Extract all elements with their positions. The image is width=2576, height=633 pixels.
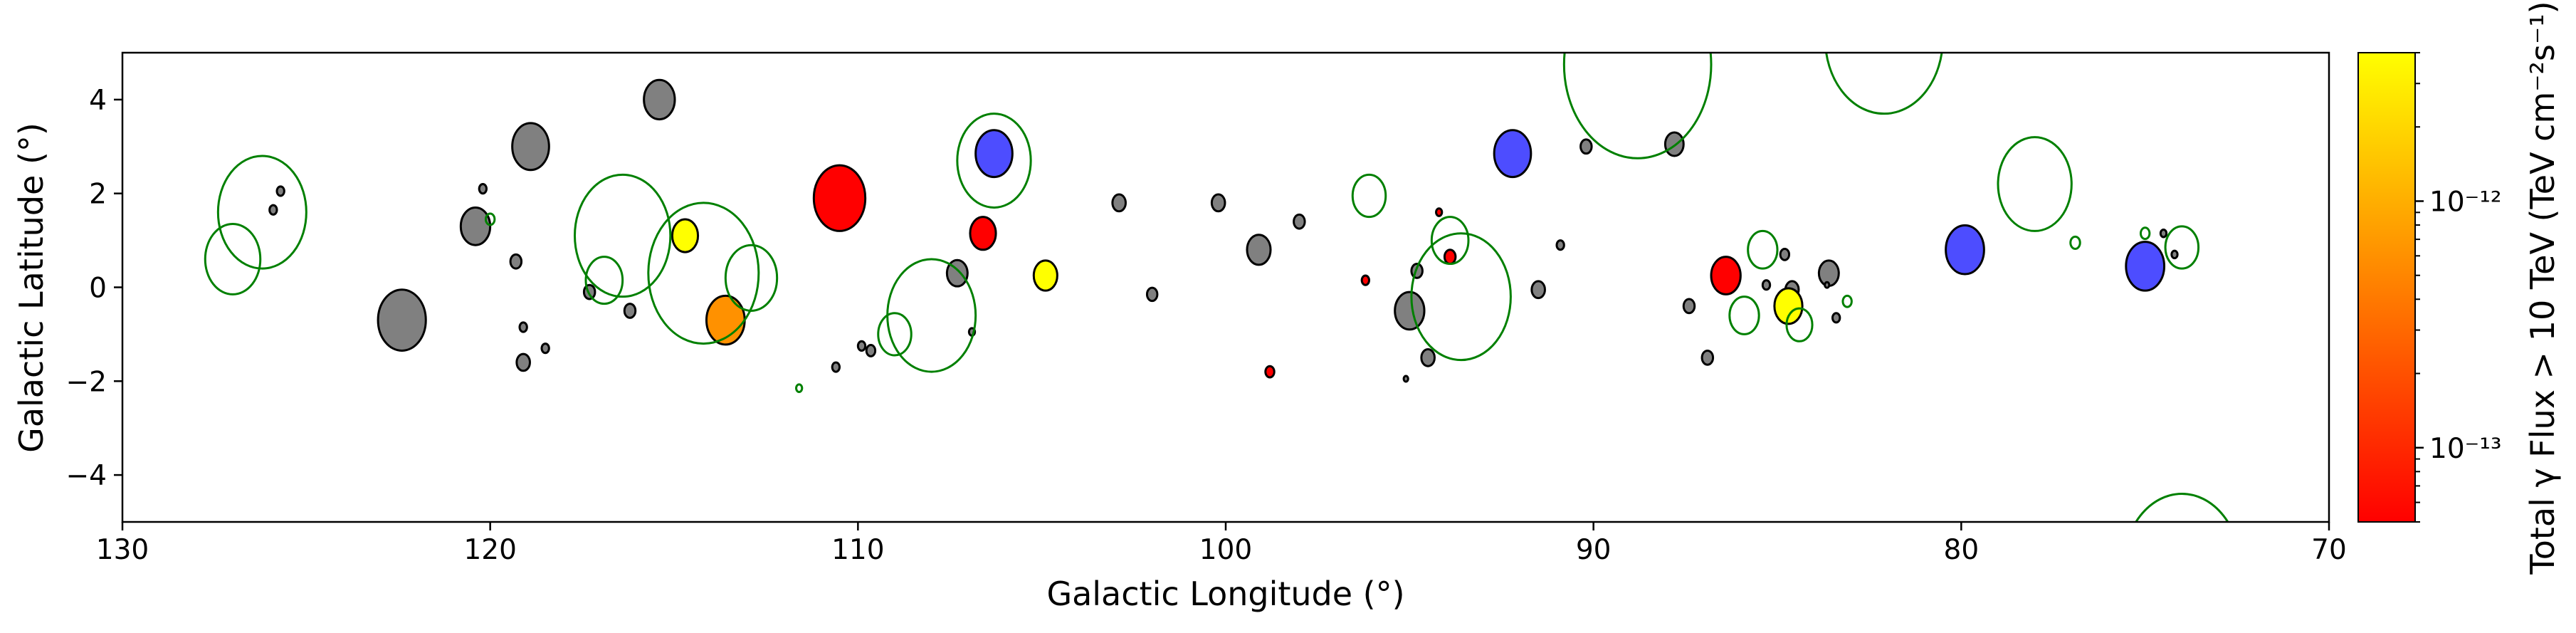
source-ring xyxy=(204,223,262,295)
plot-area-frame xyxy=(121,51,2330,523)
y-tick-label: −4 xyxy=(66,460,107,492)
source-ring xyxy=(724,244,779,312)
source-flux-marker xyxy=(1710,256,1742,295)
source-ring xyxy=(1825,53,1943,115)
source-grey-marker xyxy=(1700,349,1715,366)
source-ring xyxy=(2164,225,2200,270)
source-grey-marker xyxy=(1420,347,1436,367)
x-tick-label: 90 xyxy=(1576,534,1612,566)
source-grey-marker xyxy=(1293,213,1306,230)
y-tick-label: −2 xyxy=(66,366,107,398)
source-grey-marker xyxy=(1402,375,1409,383)
source-ring xyxy=(647,202,760,345)
x-axis: 130 120 110 100 90 80 70 xyxy=(96,522,2347,566)
x-tick-label: 100 xyxy=(1199,534,1252,566)
source-ring xyxy=(216,155,307,270)
source-ring xyxy=(574,173,672,298)
source-ring xyxy=(1562,53,1713,159)
x-tick-label: 120 xyxy=(463,534,516,566)
source-ring xyxy=(877,312,913,357)
source-grey-marker xyxy=(1246,234,1272,266)
x-tick-label: 70 xyxy=(2311,534,2347,566)
y-tick-label: 0 xyxy=(89,273,107,305)
source-grey-marker xyxy=(865,344,877,357)
source-flux-marker xyxy=(1264,365,1276,379)
y-tick-label: 2 xyxy=(89,179,107,211)
source-grey-marker xyxy=(540,342,550,355)
source-flux-marker xyxy=(1032,259,1058,292)
source-grey-marker xyxy=(518,321,528,333)
source-ring xyxy=(484,212,496,226)
source-grey-marker xyxy=(1682,298,1696,315)
colorbar-ticks: 10⁻¹² 10⁻¹³ xyxy=(2415,52,2501,523)
y-tick-label: 4 xyxy=(89,85,107,117)
source-ring xyxy=(795,383,804,393)
source-grey-marker xyxy=(268,204,278,216)
source-flux-marker xyxy=(1435,207,1444,217)
source-grey-marker xyxy=(1394,291,1426,331)
source-grey-marker xyxy=(831,361,841,373)
source-grey-marker xyxy=(377,288,427,352)
source-ring xyxy=(1747,229,1779,270)
source-grey-marker xyxy=(856,340,867,352)
y-axis-label: Galactic Latitude (°) xyxy=(12,122,51,453)
colorbar-gradient xyxy=(2357,52,2416,523)
markers-layer xyxy=(204,53,2229,522)
source-grey-marker xyxy=(623,303,637,319)
source-flux-marker xyxy=(1773,287,1804,325)
source-grey-marker xyxy=(1761,279,1772,291)
source-grey-marker xyxy=(511,122,550,172)
source-grey-marker xyxy=(1210,193,1226,213)
source-ring xyxy=(2139,226,2151,241)
source-blue-marker xyxy=(974,129,1014,179)
source-grey-marker xyxy=(1530,280,1546,300)
colorbar-tick-label: 10⁻¹² xyxy=(2429,186,2501,218)
source-flux-marker xyxy=(812,164,867,232)
source-grey-marker xyxy=(2159,228,2168,239)
source-grey-marker xyxy=(643,78,676,121)
source-ring xyxy=(1997,136,2073,232)
source-grey-marker xyxy=(2170,249,2179,260)
source-grey-marker xyxy=(478,183,488,195)
source-ring xyxy=(1351,173,1387,219)
source-ring xyxy=(1785,307,1814,342)
source-ring xyxy=(2069,235,2081,250)
colorbar-label: Total γ Flux > 10 TeV (TeV cm⁻²s⁻¹) xyxy=(2523,1,2562,575)
colorbar: 10⁻¹² 10⁻¹³ Total γ Flux > 10 TeV (TeV cm… xyxy=(2357,1,2562,575)
x-axis-label: Galactic Longitude (°) xyxy=(1046,575,1404,613)
x-tick-label: 110 xyxy=(831,534,884,566)
source-ring xyxy=(2135,492,2229,522)
source-grey-marker xyxy=(1663,131,1685,157)
source-grey-marker xyxy=(1579,138,1593,155)
x-tick-label: 80 xyxy=(1944,534,1980,566)
colorbar-tick-label: 10⁻¹³ xyxy=(2429,433,2501,465)
source-grey-marker xyxy=(1555,239,1565,251)
source-grey-marker xyxy=(1824,281,1831,289)
source-grey-marker xyxy=(515,352,531,372)
source-ring xyxy=(1410,232,1512,362)
source-grey-marker xyxy=(459,206,492,246)
source-flux-marker xyxy=(1360,274,1371,286)
y-axis: −4 −2 0 2 4 xyxy=(66,85,122,492)
source-grey-marker xyxy=(1831,312,1841,324)
source-blue-marker xyxy=(2125,241,2166,292)
source-grey-marker xyxy=(1779,247,1791,261)
x-tick-label: 130 xyxy=(96,534,149,566)
source-ring xyxy=(584,256,624,305)
source-blue-marker xyxy=(1493,129,1533,179)
source-grey-marker xyxy=(509,253,523,270)
source-blue-marker xyxy=(1945,224,1985,276)
source-flux-marker xyxy=(671,218,700,253)
source-ring xyxy=(1728,295,1760,335)
source-ring xyxy=(1841,294,1853,308)
source-flux-marker xyxy=(969,216,997,251)
source-grey-marker xyxy=(275,185,285,197)
source-ring xyxy=(1430,216,1470,266)
source-flux-marker xyxy=(1443,249,1457,266)
source-grey-marker xyxy=(1145,286,1159,303)
source-ring xyxy=(956,113,1032,209)
source-grey-marker xyxy=(1111,193,1127,213)
